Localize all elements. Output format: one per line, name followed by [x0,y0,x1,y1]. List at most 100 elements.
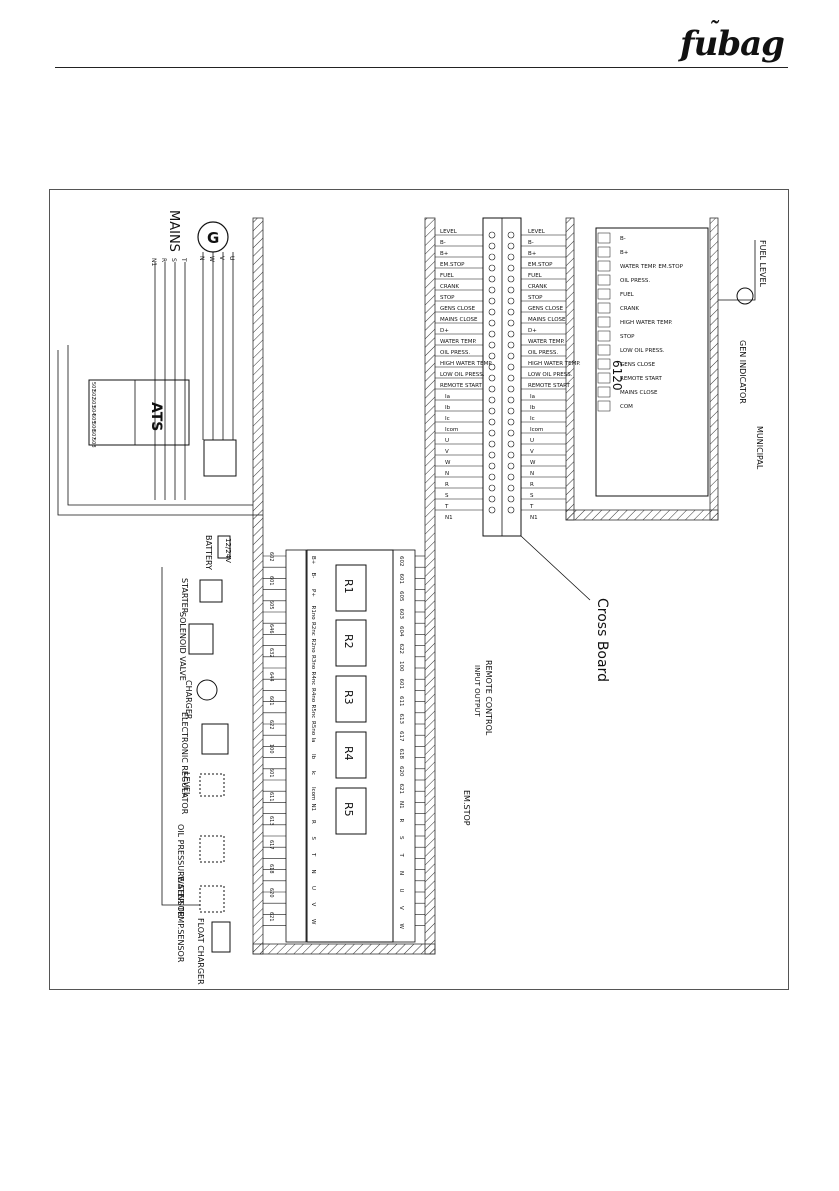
board-right-wire: 617 [398,731,404,742]
board-left-terminal: R2nc [310,622,316,636]
terminal-screw [488,352,496,360]
ct-signal-left: Ib [445,405,451,411]
terminal-screw [488,407,496,415]
ats-inner [134,379,190,446]
board-left-terminal: R3no [310,655,316,670]
cross-signal-right: B+ [528,251,537,257]
cabinet-wall-mid [424,217,436,955]
terminal-screw [507,330,515,338]
terminal-screw [507,319,515,327]
board-left-terminal-group: B+B-P+R1noR2ncR2noR3noR4ncR4noR5ncR5noIa… [310,556,316,925]
cabinet-wall-left [252,217,264,955]
terminal-screw [507,385,515,393]
terminal-screw [488,242,496,250]
header-rule [55,67,788,68]
ct-signal-right: U [530,438,534,444]
terminal-screw [488,484,496,492]
gen-phase-label: N [198,256,205,261]
board-right-wire: R [398,819,404,823]
tilde-icon: ˜ [708,18,719,44]
controller-label: 6120 [610,360,624,391]
board-left-terminal: R [310,820,316,824]
wire-number: 100 [268,744,274,754]
board-right-wire: 621 [398,784,404,795]
wire-number: 646 [268,624,274,634]
cross-signal-left: WATER TEMP. [440,339,477,345]
terminal-screw [507,451,515,459]
ats-terminal: 504 [90,406,96,416]
terminal-screw [488,418,496,426]
terminal-screw [488,341,496,349]
board-right-wire-group: 6026016056036046221006016116136176186206… [398,556,404,930]
wire-number: 618 [268,864,274,874]
relay-label-2: R2 [342,634,355,649]
level-switch-symbol [199,773,225,797]
board-right-wire: 100 [398,661,404,672]
wire-number: 644 [268,672,274,682]
controller-terminal [597,330,611,342]
relay-3 [335,675,367,723]
terminal-screw [488,253,496,261]
board-terminal-right [392,549,416,943]
board-right-wire: W [398,924,404,930]
ct-signal-right: Ib [530,405,536,411]
battery-voltage: 12/24V [224,538,232,563]
terminal-screw [507,275,515,283]
em-stop-label: EM.STOP [462,790,471,826]
board-right-wire: 611 [398,696,404,707]
ats-feed-wire [67,345,253,506]
ct-signal-left: W [445,460,451,466]
board-right-wire: 602 [398,556,404,567]
cross-signal-right: CRANK [528,284,547,290]
cross-signal-left: HIGH WATER TEMP. [440,361,493,367]
starter-label: STARTER [180,578,189,614]
ats-terminal: 508 [90,438,96,448]
ct-signal-right: R [530,482,534,488]
remote-control-label: REMOTE CONTROL [484,660,493,736]
terminal-screw [507,341,515,349]
terminal-screw [488,231,496,239]
terminal-screw [488,506,496,514]
controller-terminal [597,358,611,370]
cross-signal-left: GENS CLOSE [440,306,476,312]
board-right-wire: 618 [398,749,404,760]
board-right-wire: 605 [398,591,404,602]
relay-label-5: R5 [342,802,355,817]
ats-block [88,379,190,446]
mains-phase-label: R [160,258,167,262]
cross-signal-right: LOW OIL PRESS. [528,372,573,378]
board-right-wire: 604 [398,626,404,637]
terminal-screw [507,440,515,448]
terminal-screw [488,451,496,459]
terminal-screw [507,484,515,492]
controller-terminal-label: OIL PRESS. [620,278,650,284]
relay-5 [335,787,367,835]
water-sensor-label: WATER TEMP.SENSOR [176,876,185,963]
fuel-level-sensor [736,287,754,305]
terminal-screw [488,396,496,404]
ats-label: ATS [148,402,164,431]
level-label: LEVEL [182,772,191,797]
terminal-screw [488,297,496,305]
terminal-screw [488,385,496,393]
municipal-label: MUNICIPAL [755,426,764,470]
board-left-terminal: S [310,837,316,841]
terminal-screw [488,462,496,470]
solenoid-label: SOLENOID VALVE [178,612,187,681]
terminal-screw [488,308,496,316]
terminal-screw [507,429,515,437]
generator-label: G [207,229,219,247]
mains-phase-label: S [170,258,177,262]
controller-terminal-label: B+ [620,250,629,256]
board-left-terminal: Ic [310,771,316,776]
terminal-screw [488,275,496,283]
cross-signal-right: MAINS CLOSE [528,317,566,323]
terminal-screw [488,286,496,294]
controller-box [595,227,709,497]
terminal-screw [507,407,515,415]
board-left-terminal: Ib [310,754,316,760]
ct-signal-left: N [445,471,449,477]
